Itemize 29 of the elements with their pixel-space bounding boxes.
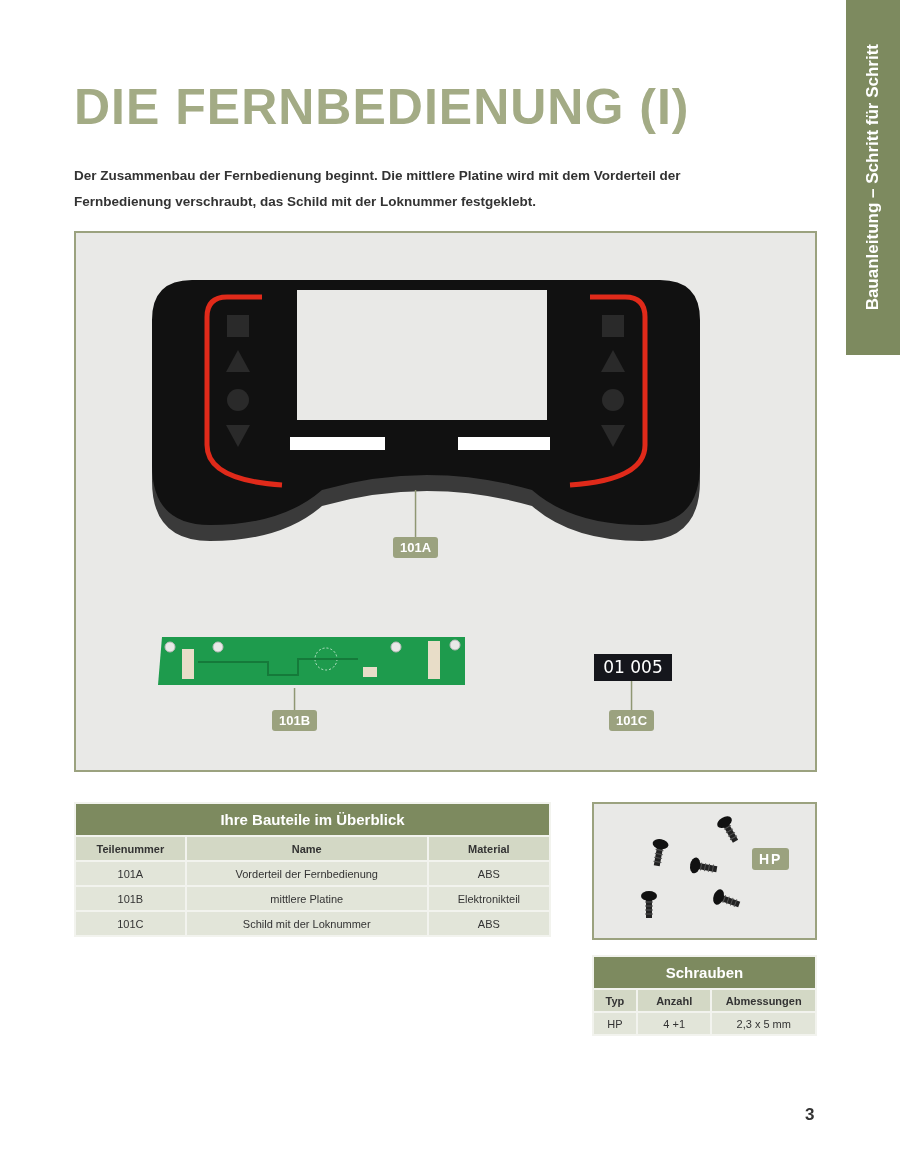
column-header: Name — [185, 836, 428, 861]
table-cell: ABS — [427, 911, 550, 936]
column-header: Teilenummer — [75, 836, 186, 861]
table-cell: 101B — [75, 886, 186, 911]
table-cell: 101A — [75, 861, 186, 886]
table-cell: mittlere Platine — [185, 886, 428, 911]
table-cell: Elektronikteil — [427, 886, 550, 911]
callout-number: 101B — [272, 710, 318, 731]
circuit-board-drawing — [158, 637, 465, 688]
column-header: Material — [427, 836, 550, 861]
table-cell: 101C — [75, 911, 186, 936]
table-title: Schrauben — [593, 956, 816, 989]
table-cell: ABS — [427, 861, 550, 886]
page-number: 3 — [805, 1105, 815, 1125]
leader-line — [414, 489, 417, 538]
page-title: DIE FERNBEDIENUNG (I) — [74, 78, 690, 136]
table-cell: Vorderteil der Fernbedienung — [185, 861, 428, 886]
callout-number: HP — [752, 848, 790, 870]
intro-paragraph: Der Zusammenbau der Fernbedienung beginnt. Die mittlere Platine wird mit dem Vorderteil der Fernbedienung verschraubt, das Schild mit der Loknummer festgeklebt. — [74, 167, 682, 211]
table-cell: Schild mit der Loknummer — [185, 911, 428, 936]
leader-line — [630, 680, 633, 711]
leader-line — [293, 687, 296, 711]
number-plate: 01 005 — [594, 654, 672, 681]
table-title: Ihre Bauteile im Überblick — [75, 803, 550, 836]
column-header: Typ — [593, 989, 637, 1012]
callout-number: 101C — [609, 710, 655, 731]
side-tab-text: Bauanleitung – Schritt für Schritt — [863, 44, 883, 311]
callout-number: 101A — [393, 537, 439, 558]
table-cell: HP — [593, 1012, 637, 1035]
